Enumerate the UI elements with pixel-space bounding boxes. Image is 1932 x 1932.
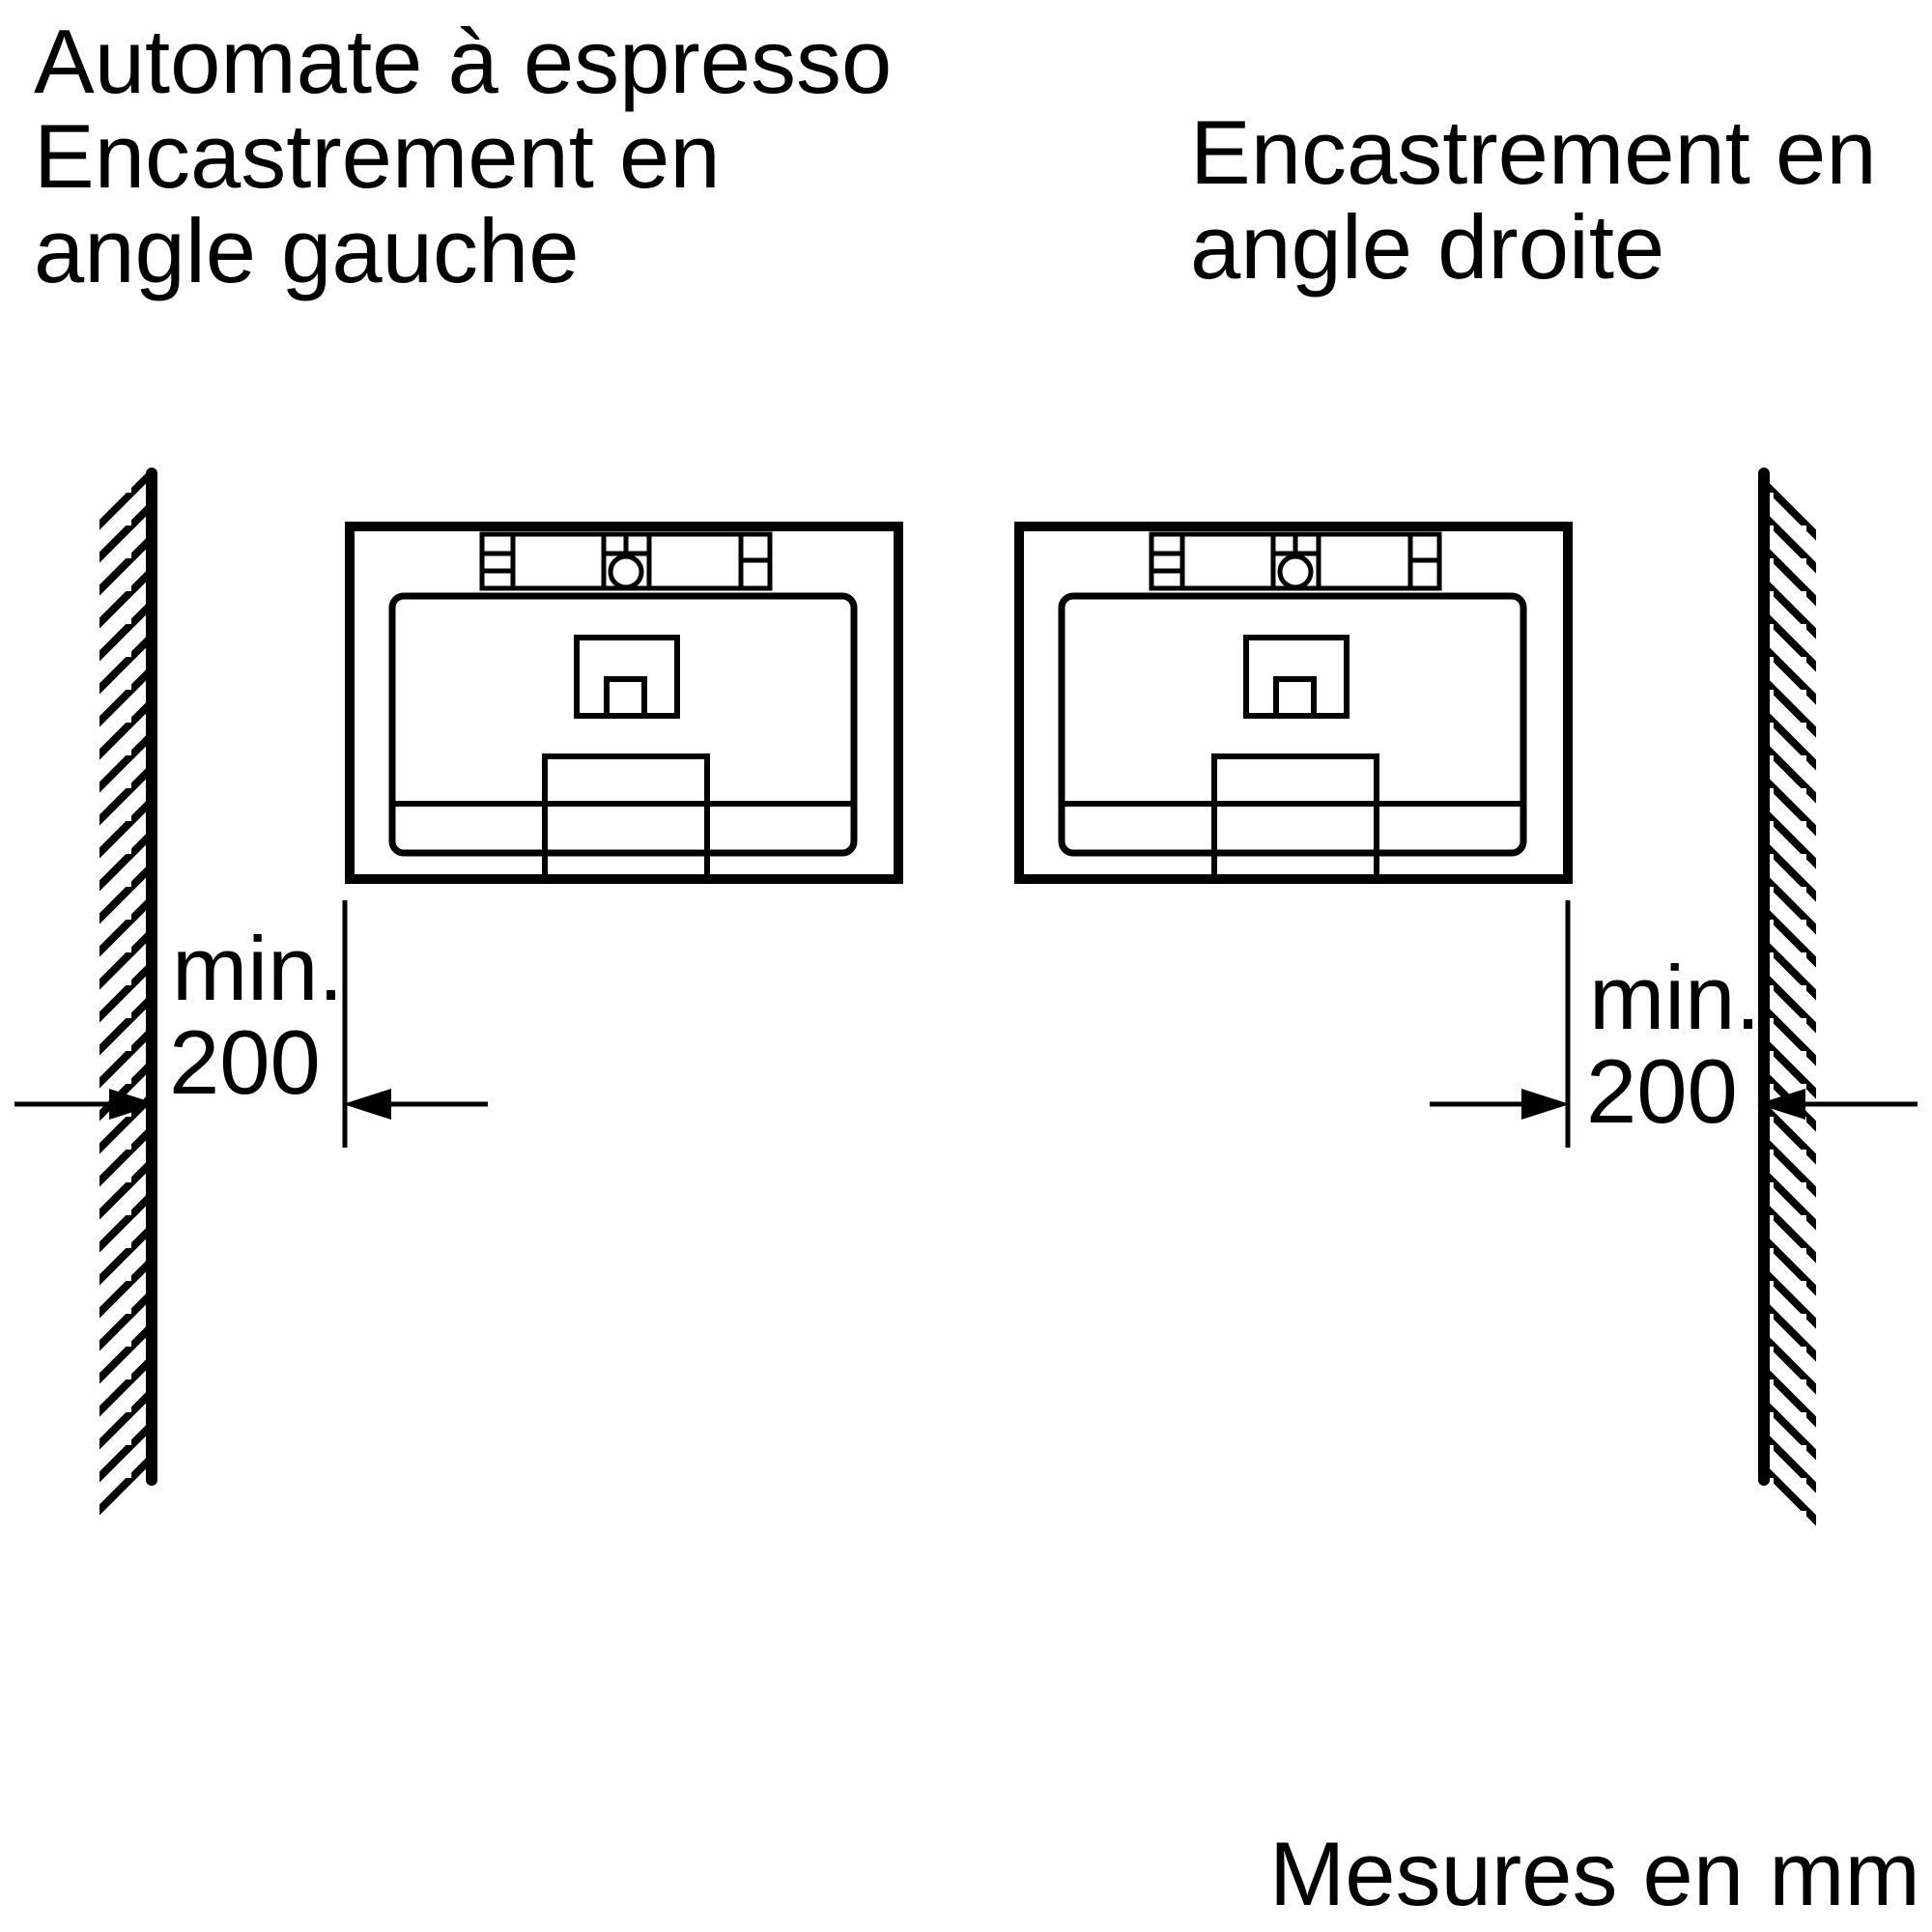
outlet-spout xyxy=(604,676,647,719)
arrowhead-right-icon xyxy=(109,1089,157,1120)
drip-tray xyxy=(1211,753,1379,882)
left-title-line-1: Automate à espresso xyxy=(34,11,892,112)
units-note: Mesures en mm xyxy=(1269,1823,1920,1924)
min-label: min. xyxy=(1589,947,1761,1048)
outlet-spout xyxy=(1273,676,1317,719)
right-wall xyxy=(1758,468,1816,1526)
right-wall-hatching xyxy=(1770,473,1816,1526)
left-clearance-dimension: min. 200 xyxy=(14,900,488,1148)
rotary-knob-icon xyxy=(1277,554,1314,590)
espresso-machine-right xyxy=(1014,522,1573,884)
left-title-line-3: angle gauche xyxy=(34,200,580,301)
arrowhead-left-icon xyxy=(343,1089,391,1120)
arrowhead-left-icon xyxy=(1757,1089,1805,1120)
rotary-knob-icon xyxy=(608,554,644,590)
right-title: Encastrement en angle droite xyxy=(1190,101,1877,298)
left-title-line-2: Encastrement en xyxy=(34,105,721,207)
right-clearance-dimension: min. 200 xyxy=(1430,900,1918,1148)
right-title-line-1: Encastrement en xyxy=(1190,101,1877,203)
right-title-line-2: angle droite xyxy=(1190,196,1664,298)
machine-body xyxy=(1058,592,1527,857)
machine-body xyxy=(388,592,858,857)
min-label: min. xyxy=(172,918,344,1019)
left-title: Automate à espresso Encastrement en angl… xyxy=(34,11,892,301)
left-wall xyxy=(99,468,157,1526)
left-wall-hatching xyxy=(99,473,146,1526)
clearance-value: 200 xyxy=(1586,1040,1738,1142)
clearance-value: 200 xyxy=(169,1011,321,1113)
drip-tray xyxy=(542,753,710,882)
espresso-machine-left xyxy=(345,522,903,884)
arrowhead-right-icon xyxy=(1521,1089,1570,1120)
